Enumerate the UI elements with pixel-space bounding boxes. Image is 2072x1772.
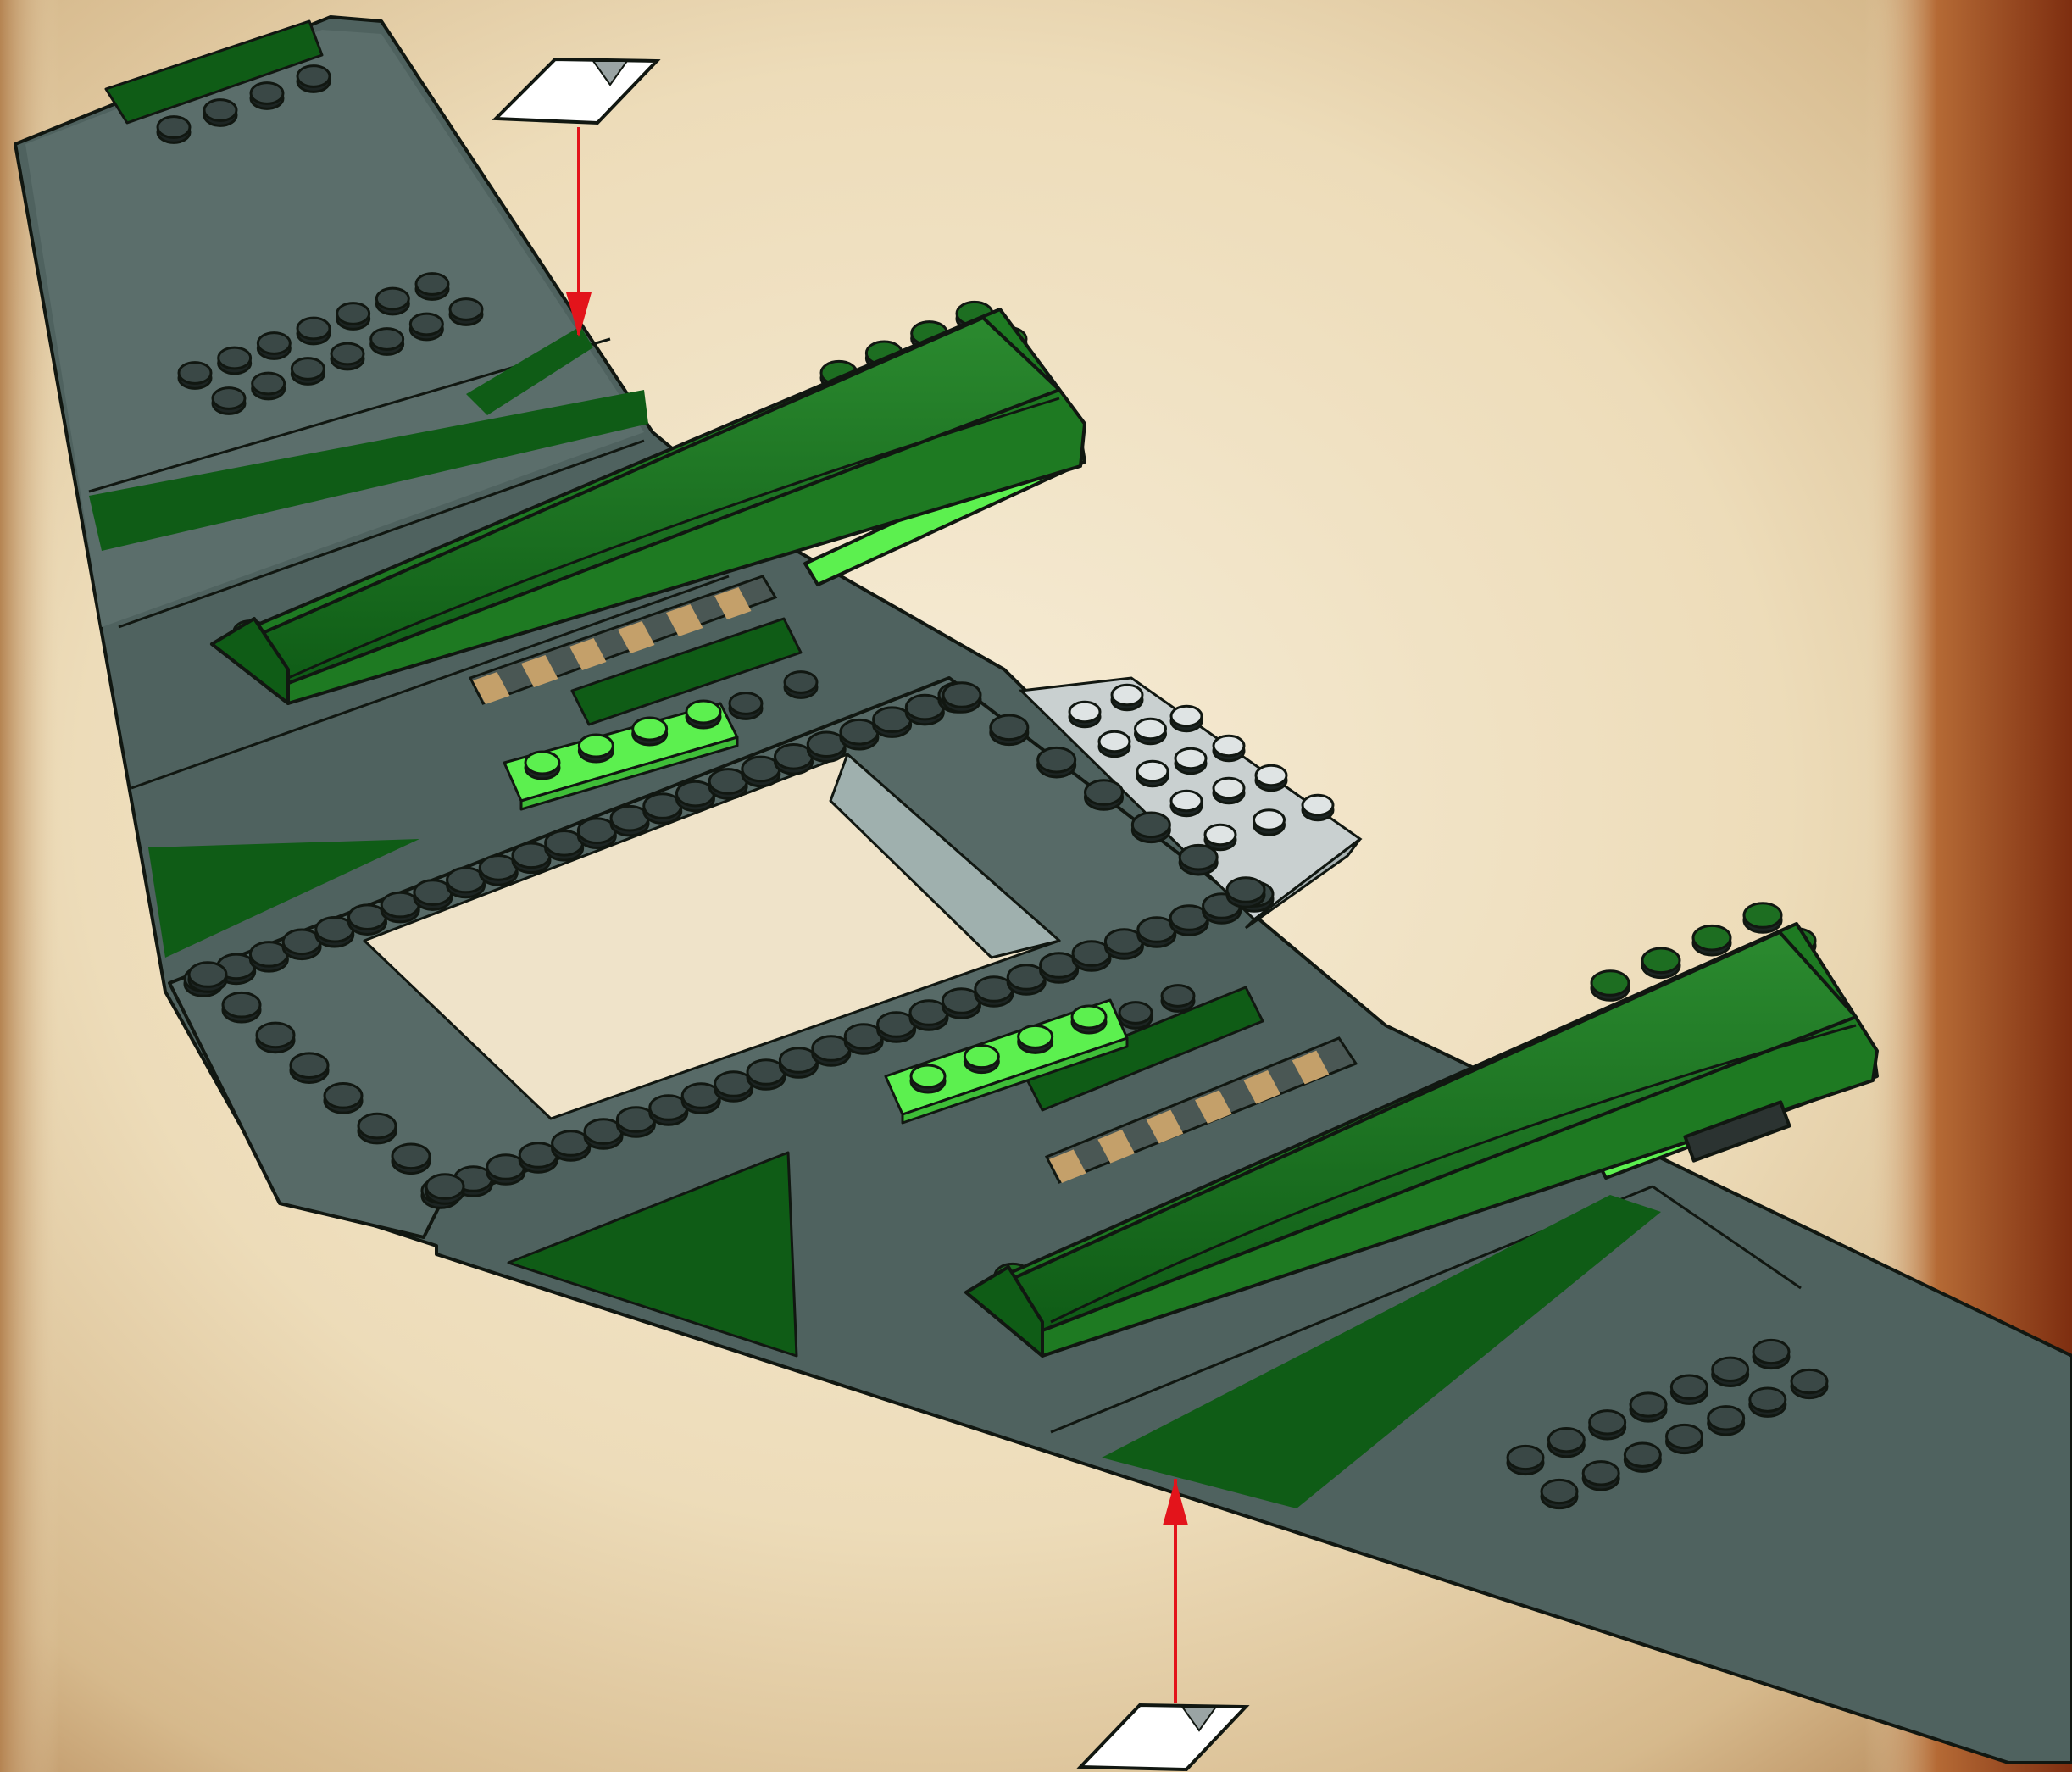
stud xyxy=(416,274,448,295)
stud xyxy=(426,1175,464,1199)
stud xyxy=(1137,761,1168,780)
stud xyxy=(1256,765,1286,785)
stud xyxy=(1667,1425,1703,1447)
stud xyxy=(1086,780,1123,805)
stud xyxy=(251,83,283,104)
stud xyxy=(1713,1358,1748,1380)
stud xyxy=(579,735,613,757)
stud xyxy=(371,329,403,350)
stud xyxy=(1171,706,1202,725)
stud xyxy=(1590,1411,1625,1434)
stud xyxy=(686,701,720,723)
stud xyxy=(1019,1025,1053,1047)
stud xyxy=(253,373,285,394)
stud xyxy=(1119,1003,1152,1024)
stud xyxy=(525,752,559,774)
stud xyxy=(1175,748,1206,768)
stud xyxy=(1254,810,1285,830)
stud xyxy=(376,288,408,309)
stud xyxy=(1136,719,1166,738)
stud xyxy=(943,683,980,708)
stud xyxy=(1162,986,1194,1007)
stud xyxy=(1750,1388,1786,1411)
stud xyxy=(1542,1480,1577,1503)
stud xyxy=(633,718,667,740)
stud xyxy=(1671,1375,1707,1398)
stud xyxy=(291,1053,328,1078)
stud xyxy=(1214,778,1244,797)
stud xyxy=(1227,878,1264,903)
stud xyxy=(1591,971,1629,996)
stud xyxy=(1548,1429,1584,1452)
stud xyxy=(297,66,330,87)
stud xyxy=(1038,747,1075,772)
stud xyxy=(297,318,330,339)
stud xyxy=(730,693,762,714)
stud xyxy=(179,363,211,384)
stud xyxy=(1693,925,1730,950)
stud xyxy=(410,314,442,335)
stud xyxy=(1171,791,1202,810)
stud xyxy=(1099,731,1130,751)
stud xyxy=(189,963,226,987)
stud xyxy=(158,117,190,138)
stud xyxy=(392,1144,430,1169)
stud xyxy=(964,1046,998,1068)
stud xyxy=(213,388,245,409)
stud xyxy=(292,358,324,380)
stud xyxy=(1708,1407,1744,1430)
stud xyxy=(358,1114,396,1138)
stud xyxy=(1583,1462,1619,1485)
stud xyxy=(1072,1006,1106,1028)
stud xyxy=(785,672,817,693)
stud xyxy=(911,1065,945,1087)
stud xyxy=(325,1084,362,1108)
stud xyxy=(450,299,482,320)
stud xyxy=(1508,1446,1543,1469)
stud xyxy=(1744,903,1781,928)
stud xyxy=(1303,795,1333,814)
stud xyxy=(1132,813,1169,837)
stud xyxy=(331,343,364,364)
stud xyxy=(1214,736,1244,755)
stud xyxy=(337,303,369,325)
stud xyxy=(1205,825,1236,844)
stud xyxy=(219,347,251,369)
stud xyxy=(204,100,236,121)
stud xyxy=(1753,1340,1789,1363)
stud xyxy=(1630,1393,1666,1416)
stud xyxy=(991,715,1028,740)
stud xyxy=(1642,948,1680,973)
stud xyxy=(257,1023,294,1047)
stud xyxy=(1112,685,1142,704)
stud xyxy=(258,333,290,354)
stud xyxy=(1625,1443,1660,1466)
stud xyxy=(1069,702,1100,721)
stud xyxy=(223,992,260,1017)
stud xyxy=(1791,1369,1827,1392)
